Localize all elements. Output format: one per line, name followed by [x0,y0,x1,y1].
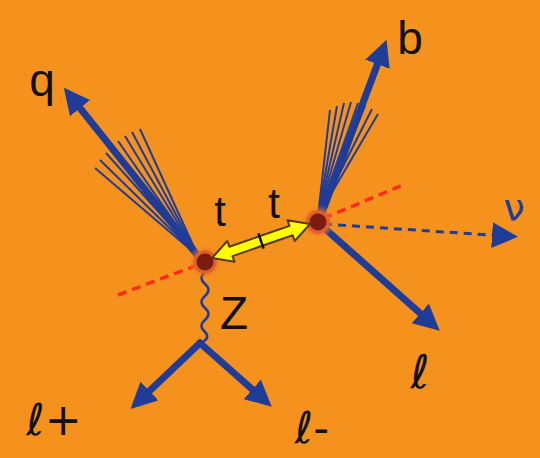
distance-arrow [212,220,310,262]
boson-line [201,272,209,343]
particle-label: Z [220,290,248,336]
particle-label: t [268,183,280,225]
particle-label: ℓ [410,349,429,395]
particle-label: b [397,15,423,61]
particle-label: t [214,191,226,233]
dashed-axis [118,184,405,295]
vertex-dot [188,205,335,279]
particle-arrow [72,52,430,400]
particle-label: ν [503,189,524,227]
neutrino-arrow [324,224,505,236]
particle-label: ℓ- [295,406,329,450]
particle-label: ℓ+ [26,398,81,442]
tick-mark [258,233,263,248]
particle-label: q [29,57,55,103]
